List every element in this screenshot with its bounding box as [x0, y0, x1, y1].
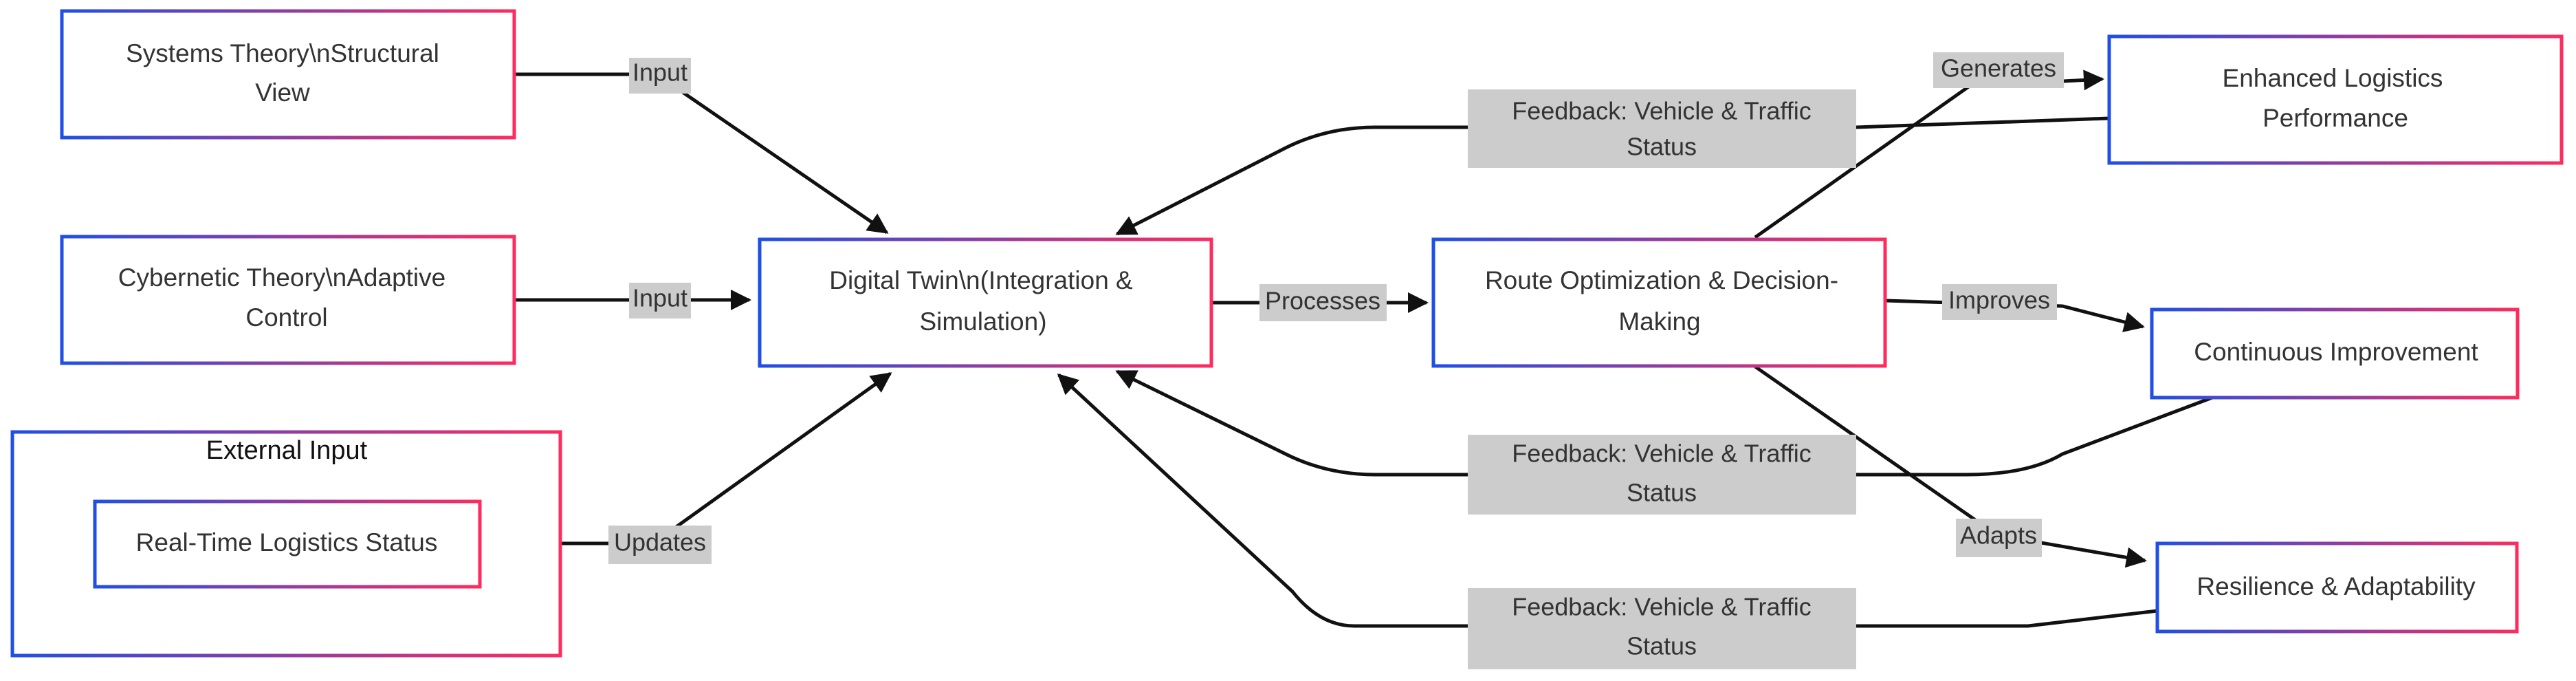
node-systems-theory-line1: Systems Theory\nStructural: [126, 39, 439, 67]
edge-label-adapts: Adapts: [1956, 519, 2042, 557]
node-digital-twin-line1: Digital Twin\n(Integration &: [829, 266, 1133, 294]
edge-label-feedback-3-line2: Status: [1627, 632, 1697, 660]
node-cybernetic-theory-line2: Control: [245, 303, 327, 332]
node-enhanced-logistics-line2: Performance: [2263, 104, 2408, 132]
edge-feedback-continuous-to-twin: [1115, 369, 2213, 477]
edge-label-feedback-3: Feedback: Vehicle & Traffic Status: [1468, 588, 1856, 669]
edge-label-feedback-1: Feedback: Vehicle & Traffic Status: [1468, 89, 1856, 168]
edge-feedback-resilience-to-twin: [1057, 373, 2158, 628]
edge-label-improves-text: Improves: [1948, 286, 2050, 314]
node-resilience-adaptability[interactable]: Resilience & Adaptability: [2155, 541, 2519, 634]
node-cybernetic-theory[interactable]: Cybernetic Theory\nAdaptive Control: [60, 235, 516, 365]
edge-systems-to-twin: [514, 72, 889, 235]
node-route-optimization-line2: Making: [1618, 307, 1700, 336]
edge-label-feedback-1-line2: Status: [1627, 133, 1697, 161]
edge-label-feedback-3-line1: Feedback: Vehicle & Traffic: [1512, 593, 1812, 621]
edge-label-feedback-1-line1: Feedback: Vehicle & Traffic: [1512, 97, 1812, 125]
group-title: External Input: [206, 436, 368, 465]
edge-label-input-2: Input: [629, 283, 691, 318]
edge-label-feedback-2-line1: Feedback: Vehicle & Traffic: [1512, 440, 1812, 468]
node-continuous-improvement[interactable]: Continuous Improvement: [2150, 307, 2520, 400]
edge-label-updates: Updates: [608, 526, 712, 564]
node-systems-theory-line2: View: [255, 78, 310, 107]
node-enhanced-logistics[interactable]: Enhanced Logistics Performance: [2107, 34, 2564, 165]
edge-label-processes-text: Processes: [1265, 287, 1380, 315]
node-digital-twin[interactable]: Digital Twin\n(Integration & Simulation): [758, 237, 1213, 368]
edge-label-generates-text: Generates: [1941, 54, 2056, 83]
edge-label-improves: Improves: [1942, 284, 2057, 320]
edge-label-input-1-text: Input: [632, 58, 687, 87]
edge-feedback-enhanced-to-twin: [1115, 116, 2110, 236]
node-cybernetic-theory-line1: Cybernetic Theory\nAdaptive: [118, 263, 445, 292]
edge-label-generates: Generates: [1933, 52, 2064, 88]
edge-label-feedback-2-line2: Status: [1627, 479, 1697, 507]
edge-label-input-1: Input: [629, 58, 691, 94]
node-continuous-improvement-label: Continuous Improvement: [2194, 338, 2478, 366]
node-enhanced-logistics-line1: Enhanced Logistics: [2223, 64, 2443, 92]
edges: [480, 69, 2213, 628]
node-systems-theory[interactable]: Systems Theory\nStructural View: [60, 9, 516, 140]
edge-label-input-2-text: Input: [632, 284, 687, 312]
node-digital-twin-line2: Simulation): [919, 307, 1046, 336]
edge-label-feedback-2: Feedback: Vehicle & Traffic Status: [1468, 435, 1856, 515]
node-realtime-logistics-status-label: Real-Time Logistics Status: [136, 528, 438, 556]
edge-label-adapts-text: Adapts: [1960, 521, 2037, 550]
edge-label-updates-text: Updates: [614, 528, 706, 556]
node-route-optimization[interactable]: Route Optimization & Decision- Making: [1431, 237, 1887, 368]
node-resilience-adaptability-label: Resilience & Adaptability: [2197, 572, 2476, 601]
node-route-optimization-line1: Route Optimization & Decision-: [1485, 266, 1838, 294]
edge-label-processes: Processes: [1259, 284, 1387, 321]
node-realtime-logistics-status[interactable]: Real-Time Logistics Status: [93, 499, 482, 589]
